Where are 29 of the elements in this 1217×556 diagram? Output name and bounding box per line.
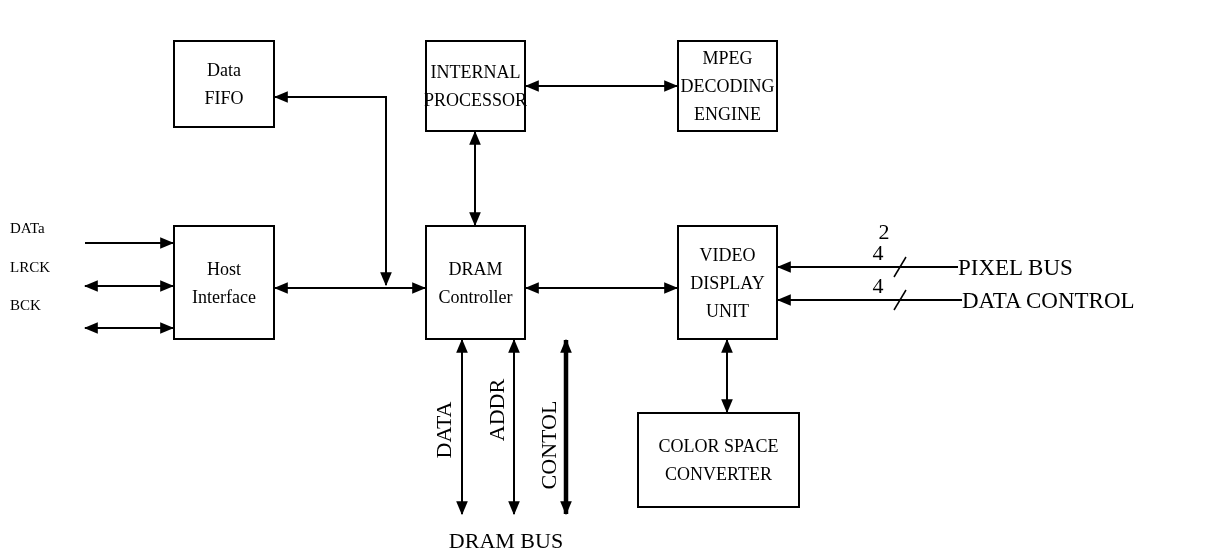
arrow (83, 280, 175, 292)
arrow (469, 130, 481, 227)
edge-label: 4 (872, 242, 884, 264)
block-box (677, 40, 778, 132)
signal-label: DATA CONTROL (962, 287, 1207, 315)
block-label: COLOR SPACE CONVERTER (657, 435, 780, 486)
edge-label: 4 (872, 275, 884, 297)
arrow (84, 237, 175, 249)
arrow (560, 338, 572, 516)
arrow (456, 338, 468, 516)
bus-width-label: 2 (878, 221, 890, 243)
signal-label: BCK (10, 295, 85, 335)
signal-label: DATa (10, 218, 85, 256)
block-box (173, 40, 275, 128)
block-label: Host Interface (191, 257, 257, 309)
signal-label: PIXEL BUS (958, 254, 1138, 282)
block-label: VIDEO DISPLAY UNIT (689, 243, 766, 323)
block-box (637, 412, 800, 508)
signal-label: LRCK (10, 257, 85, 292)
block-label: Data FIFO (203, 59, 245, 110)
block-box (173, 225, 275, 340)
block-box (425, 225, 526, 340)
arrow (83, 322, 175, 334)
block-label: DRAM Controller (437, 257, 514, 309)
block-label: MPEG DECODING ENGINE (679, 47, 776, 126)
block-box (677, 225, 778, 340)
signal-label: DRAM BUS (436, 514, 576, 554)
arrow (508, 338, 520, 516)
arrow (721, 338, 733, 414)
